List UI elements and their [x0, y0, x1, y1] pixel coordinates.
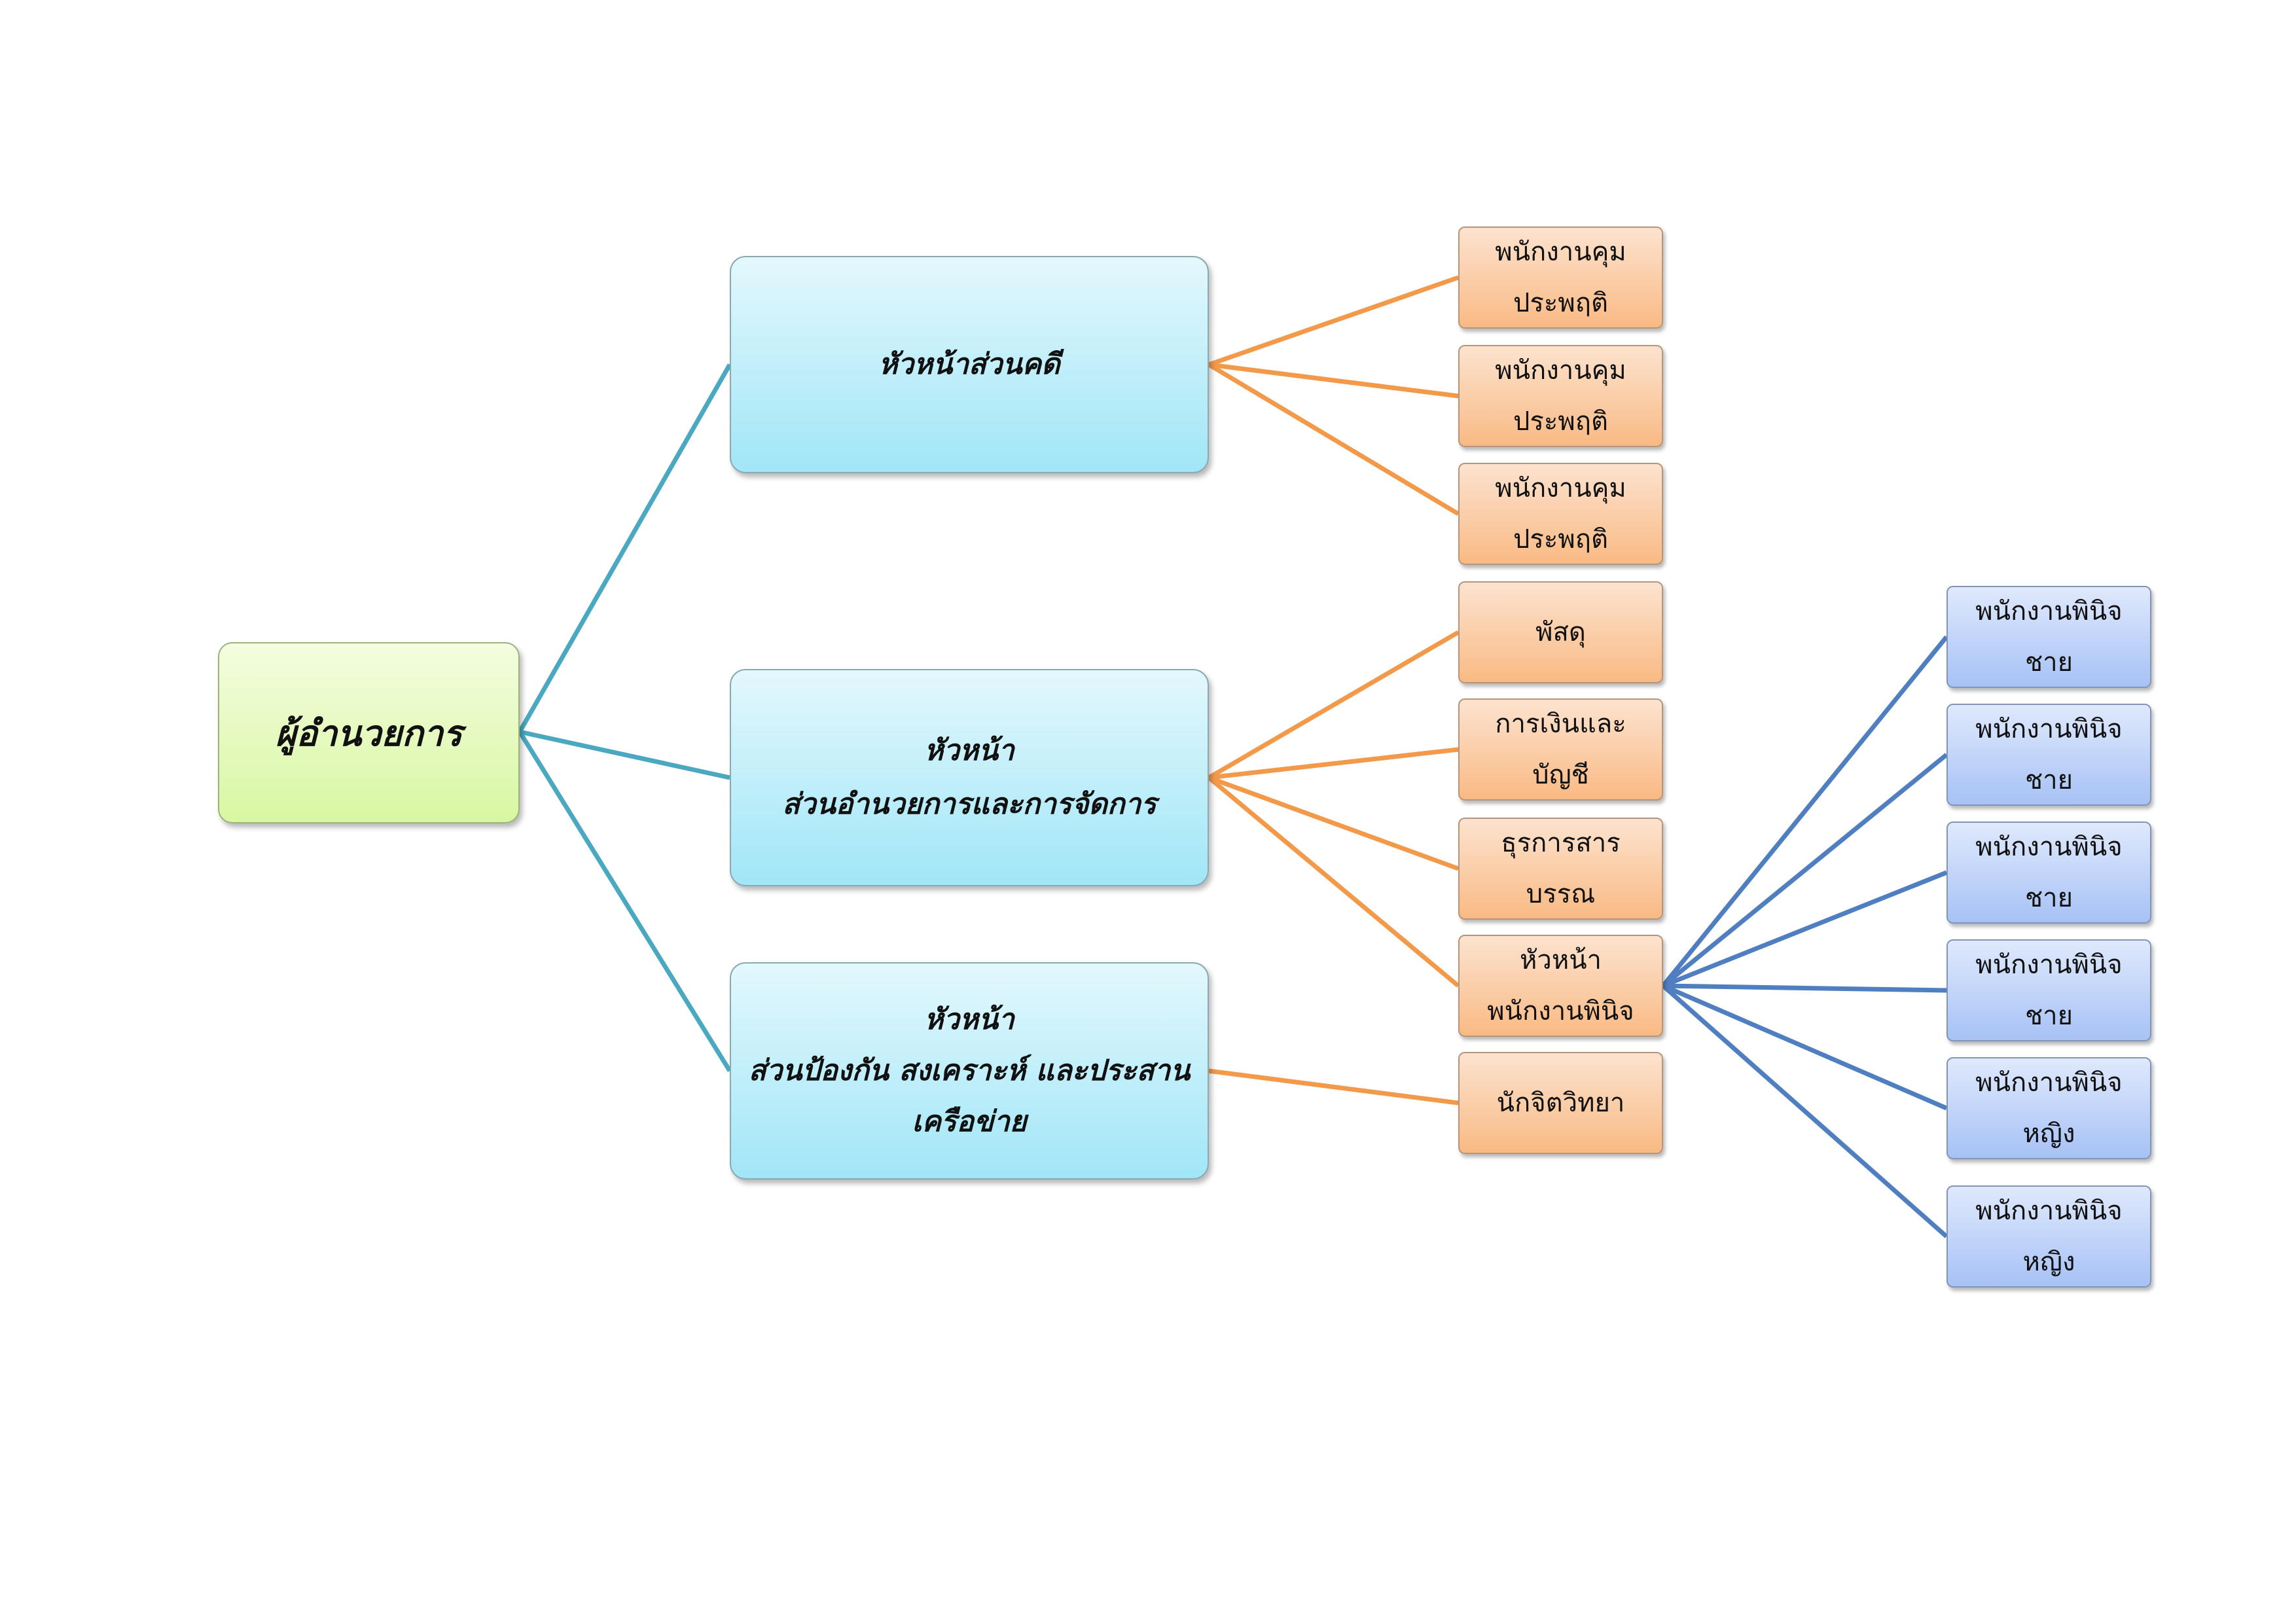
- probation-officer-2-line2: ประพฤติ: [1513, 406, 1608, 437]
- worker-3-line1: พนักงานพินิจ: [1975, 832, 2123, 862]
- probation-officer-box-2: พนักงานคุม ประพฤติ: [1458, 345, 1663, 447]
- connector-head-worker-to-worker-3: [1662, 870, 1948, 988]
- connector-cases-to-probation-1: [1208, 275, 1460, 367]
- probation-officer-box-1: พนักงานคุม ประพฤติ: [1458, 226, 1663, 329]
- root-connector-group: [517, 363, 732, 1072]
- supplies-label: พัสดุ: [1535, 617, 1586, 647]
- worker-box-4: พนักงานพินิจ ชาย: [1946, 939, 2151, 1041]
- worker-connector-group: [1661, 635, 1948, 1238]
- connector-prevention-to-psychologist: [1208, 1068, 1459, 1106]
- head-connector-group: [1207, 275, 1460, 1106]
- worker-5-line2: หญิง: [2022, 1119, 2075, 1149]
- worker-1-line2: ชาย: [2024, 647, 2073, 677]
- head-cases-label: หัวหน้าส่วนคดี: [878, 348, 1060, 381]
- general-affairs-line1: ธุรการสาร: [1501, 828, 1621, 858]
- worker-4-line2: ชาย: [2024, 1001, 2073, 1031]
- head-prevention-label-line3: เครือข่าย: [912, 1105, 1027, 1138]
- finance-line2: บัญชี: [1532, 760, 1589, 790]
- connector-admin-to-finance: [1208, 747, 1459, 780]
- worker-2-line2: ชาย: [2024, 765, 2073, 795]
- probation-officer-box-3: พนักงานคุม ประพฤติ: [1458, 463, 1663, 565]
- connector-head-worker-to-worker-6: [1661, 984, 1948, 1238]
- connector-cases-to-probation-2: [1208, 362, 1459, 399]
- general-affairs-box: ธุรการสาร บรรณ: [1458, 818, 1663, 920]
- head-admin-label-line1: หัวหน้า: [924, 734, 1014, 767]
- worker-4-line1: พนักงานพินิจ: [1975, 950, 2123, 980]
- head-worker-line2: พนักงานพินิจ: [1487, 996, 1634, 1026]
- worker-5-line1: พนักงานพินิจ: [1975, 1068, 2123, 1098]
- finance-box: การเงินและ บัญชี: [1458, 698, 1663, 801]
- worker-2-line1: พนักงานพินิจ: [1975, 714, 2123, 744]
- head-worker-line1: หัวหน้า: [1520, 945, 1602, 975]
- head-prevention-label-line1: หัวหน้า: [924, 1003, 1014, 1036]
- worker-box-6: พนักงานพินิจ หญิง: [1946, 1185, 2151, 1288]
- probation-officer-1-line1: พนักงานคุม: [1495, 237, 1626, 267]
- probation-officer-3-line2: ประพฤติ: [1513, 524, 1608, 554]
- worker-box-1: พนักงานพินิจ ชาย: [1946, 586, 2151, 688]
- connector-head-worker-to-worker-4: [1662, 983, 1947, 993]
- head-admin-box: หัวหน้า ส่วนอำนวยการและการจัดการ: [730, 669, 1209, 886]
- worker-box-5: พนักงานพินิจ หญิง: [1946, 1057, 2151, 1159]
- probation-officer-2-line1: พนักงานคุม: [1495, 355, 1626, 386]
- head-worker-box: หัวหน้า พนักงานพินิจ: [1458, 935, 1663, 1037]
- psychologist-label: นักจิตวิทยา: [1496, 1088, 1625, 1118]
- connector-admin-to-head-worker: [1207, 776, 1460, 988]
- connector-cases-to-probation-3: [1208, 362, 1460, 516]
- worker-box-3: พนักงานพินิจ ชาย: [1946, 821, 2151, 924]
- probation-officer-1-line2: ประพฤติ: [1513, 288, 1608, 318]
- supplies-box: พัสดุ: [1458, 581, 1663, 683]
- director-box: ผู้อำนวยการ: [218, 642, 520, 823]
- head-prevention-box: หัวหน้า ส่วนป้องกัน สงเคราะห์ และประสาน …: [730, 962, 1209, 1180]
- connector-admin-to-supplies: [1208, 630, 1460, 780]
- head-admin-label-line2: ส่วนอำนวยการและการจัดการ: [782, 787, 1157, 821]
- worker-3-line2: ชาย: [2024, 883, 2073, 913]
- connector-head-worker-to-worker-2: [1661, 753, 1948, 988]
- worker-6-line1: พนักงานพินิจ: [1975, 1196, 2123, 1226]
- worker-1-line1: พนักงานพินิจ: [1975, 596, 2123, 626]
- connector-admin-to-general-affairs: [1208, 775, 1460, 871]
- connector-root-to-head-prevention: [518, 731, 732, 1072]
- general-affairs-line2: บรรณ: [1526, 879, 1596, 909]
- connector-head-worker-to-worker-5: [1662, 983, 1948, 1111]
- worker-box-2: พนักงานพินิจ ชาย: [1946, 704, 2151, 806]
- worker-6-line2: หญิง: [2022, 1247, 2075, 1277]
- psychologist-box: นักจิตวิทยา: [1458, 1052, 1663, 1154]
- head-prevention-label-line2: ส่วนป้องกัน สงเคราะห์ และประสาน: [748, 1054, 1191, 1087]
- connector-root-to-head-admin: [519, 729, 730, 780]
- head-cases-box: หัวหน้าส่วนคดี: [730, 256, 1209, 473]
- finance-line1: การเงินและ: [1495, 709, 1626, 739]
- probation-officer-3-line1: พนักงานคุม: [1495, 473, 1626, 503]
- connector-root-to-head-cases: [517, 363, 732, 733]
- connector-head-worker-to-worker-1: [1661, 635, 1948, 988]
- director-label: ผู้อำนวยการ: [275, 712, 463, 754]
